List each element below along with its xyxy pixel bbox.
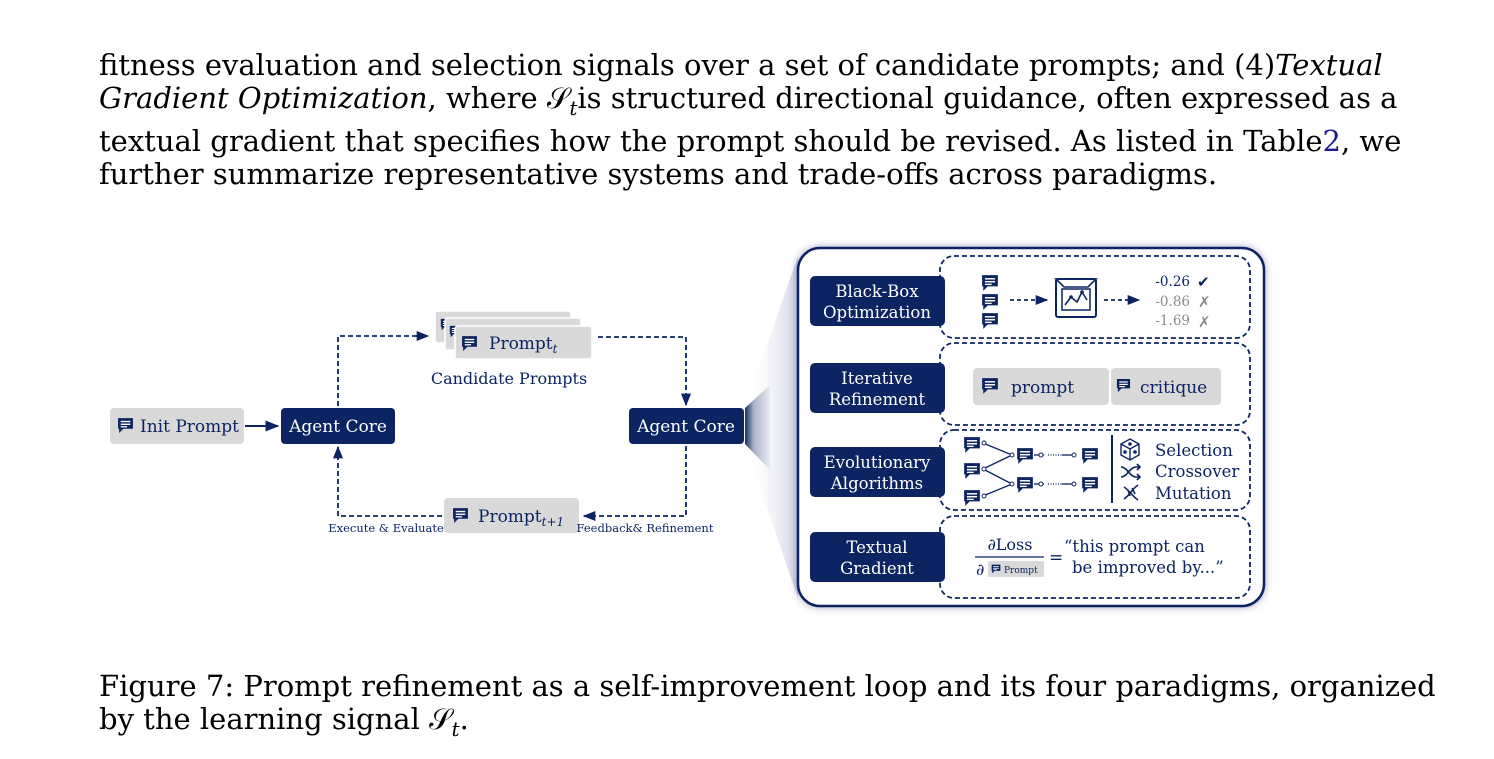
paragraph-text: , we [1341, 123, 1402, 158]
op-crossover-label: Crossover [1155, 462, 1239, 481]
gradient-quote-line: “this prompt can [1064, 537, 1205, 556]
paradigm-black-box: Black-Box Optimization -0.26 -0.86 -1.69… [810, 255, 1251, 339]
paradigm-label: Textual [846, 538, 907, 557]
prompt-next-label: Promptt+1 [478, 507, 564, 529]
cross-icon: ✗ [1198, 293, 1211, 311]
zoom-fan [745, 256, 798, 598]
signal-subscript: t [569, 95, 578, 120]
paragraph-line-3: textual gradient that specifies how the … [99, 124, 1401, 158]
paragraph-line-1: fitness evaluation and selection signals… [99, 48, 1383, 82]
caption-line-2: by the learning signal 𝒮t. [99, 703, 1287, 746]
arrow-to-candidates [337, 330, 430, 406]
caption-text: by the learning signal [99, 702, 420, 736]
dice-icon [1120, 438, 1140, 461]
score-value: -0.86 [1155, 294, 1190, 310]
critique-chip [1111, 368, 1221, 405]
init-prompt-chip: Init Prompt [110, 408, 244, 444]
agent-core-left: Agent Core [281, 408, 395, 444]
check-icon: ✔ [1197, 273, 1210, 291]
candidate-prompts-stack: Promptt [434, 310, 593, 360]
prompt-chip-label: prompt [1011, 378, 1074, 398]
init-prompt-label: Init Prompt [140, 417, 239, 437]
paradigm-label: Refinement [829, 390, 926, 409]
black-box-icon [1054, 278, 1098, 318]
table-ref-link[interactable]: 2 [1322, 123, 1341, 158]
arrow-feedback [582, 446, 687, 522]
prompt-chip [973, 368, 1109, 405]
caption-line-1: Figure 7: Prompt refinement as a self-im… [99, 669, 1436, 703]
paragraph-emphasis: Textual [1275, 48, 1383, 82]
dna-icon [1123, 484, 1139, 501]
denominator-prompt-chip [988, 561, 1044, 577]
crossover-graph [964, 437, 1098, 506]
paragraph-emphasis: Gradient Optimization [99, 81, 428, 115]
equals-sign: = [1049, 548, 1063, 568]
paradigm-label: Gradient [840, 559, 914, 578]
arrow-execute [332, 445, 442, 517]
prompt-t-label: Promptt [489, 334, 558, 356]
arrow-to-agent-core-right [598, 336, 692, 407]
body-paragraph: fitness evaluation and selection signals… [99, 48, 1401, 191]
paragraph-text: textual gradient that specifies how the … [99, 123, 1323, 158]
cross-icon: ✗ [1198, 313, 1211, 331]
denominator-chip-label: Prompt [1004, 566, 1038, 576]
feedback-refinement-label: Feedback& Refinement [577, 521, 714, 535]
agent-core-label: Agent Core [288, 417, 387, 437]
gradient-partial: ∂ [976, 560, 984, 579]
paragraph-text: is structured directional guidance, ofte… [577, 81, 1398, 115]
paradigm-label: Optimization [823, 303, 931, 322]
paradigm-textual-gradient: Textual Gradient ∂Loss ∂ Prompt = “this … [810, 515, 1251, 599]
paradigm-label: Black-Box [835, 282, 919, 301]
gradient-quote-line: be improved by...” [1072, 558, 1224, 577]
score-value: -1.69 [1155, 313, 1190, 329]
paragraph-text: fitness evaluation and selection signals… [99, 48, 1276, 82]
paragraph-line-4: further summarize representative systems… [99, 156, 1218, 191]
figure-caption: Figure 7: Prompt refinement as a self-im… [99, 669, 1436, 746]
signal-subscript: t [451, 716, 460, 741]
paradigm-iterative: Iterative Refinement prompt critique [810, 342, 1251, 426]
op-selection-label: Selection [1155, 441, 1233, 460]
gradient-numerator: ∂Loss [988, 535, 1033, 554]
paradigm-evolutionary: Evolutionary Algorithms [810, 429, 1251, 511]
op-mutation-label: Mutation [1155, 484, 1232, 503]
execute-evaluate-label: Execute & Evaluate [328, 521, 444, 535]
paragraph-text: , where [427, 81, 538, 115]
signal-symbol: 𝒮 [546, 81, 570, 115]
agent-core-label: Agent Core [636, 417, 735, 437]
critique-chip-label: critique [1140, 378, 1207, 398]
shuffle-icon [1120, 463, 1142, 481]
paragraph-line-2: Gradient Optimization, where 𝒮t is struc… [99, 81, 1397, 125]
candidate-prompts-label: Candidate Prompts [431, 369, 587, 388]
caption-text: . [459, 702, 469, 736]
paradigm-label: Algorithms [830, 474, 923, 493]
paradigm-label: Evolutionary [824, 453, 931, 472]
prompt-next-chip: Promptt+1 [444, 498, 579, 533]
paradigm-label: Iterative [841, 369, 913, 388]
agent-core-right: Agent Core [629, 408, 744, 444]
signal-symbol: 𝒮 [429, 702, 452, 736]
score-value: -0.26 [1155, 274, 1190, 290]
zoom-fan-shade [745, 385, 770, 470]
